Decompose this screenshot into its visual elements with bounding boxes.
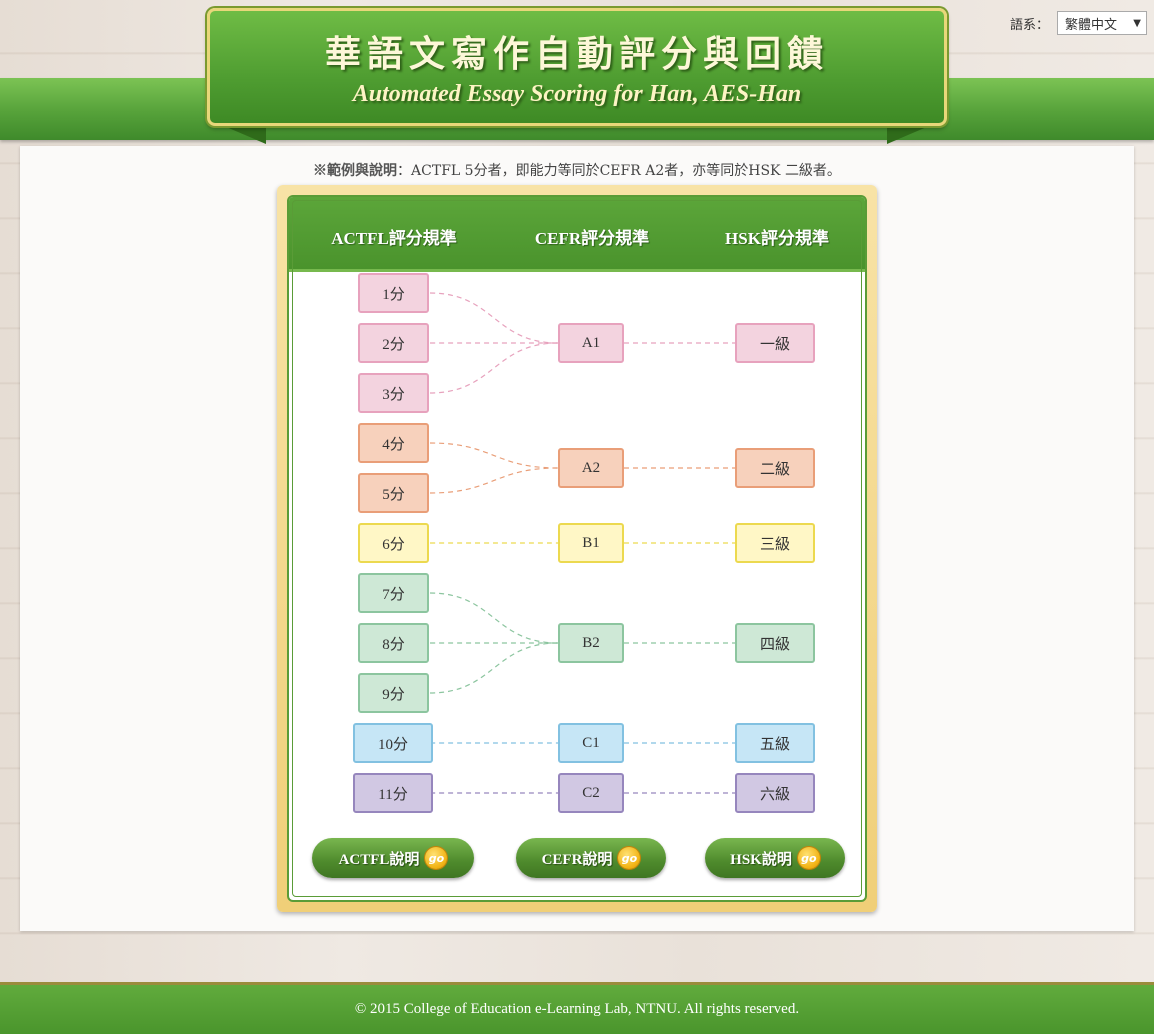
actfl-level-box: 10分 — [353, 723, 433, 763]
col-header-cefr: CEFR評分規準 — [534, 229, 650, 248]
actfl-level-box: 7分 — [358, 573, 429, 613]
hsk-level-box: 二級 — [735, 448, 815, 488]
cefr-info-button[interactable]: CEFR說明 go — [516, 838, 666, 878]
hsk-level-box: 六級 — [735, 773, 815, 813]
actfl-level-box: 2分 — [358, 323, 429, 363]
actfl-level-box: 1分 — [358, 273, 429, 313]
actfl-level-box: 5分 — [358, 473, 429, 513]
actfl-level-box: 11分 — [353, 773, 433, 813]
hsk-level-box: 五級 — [735, 723, 815, 763]
actfl-level-box: 8分 — [358, 623, 429, 663]
cefr-info-label: CEFR說明 — [541, 851, 613, 868]
hsk-info-button[interactable]: HSK說明 go — [705, 838, 845, 878]
cefr-level-box: A2 — [558, 448, 624, 488]
hsk-level-box: 三級 — [735, 523, 815, 563]
site-subtitle: Automated Essay Scoring for Han, AES-Han — [352, 81, 802, 107]
note-text: ：ACTFL 5分者，即能力等同於CEFR A2者，亦等同於HSK 二級者。 — [397, 163, 841, 179]
go-icon: go — [797, 847, 820, 869]
hsk-level-box: 四級 — [735, 623, 815, 663]
cefr-level-box: C2 — [558, 773, 624, 813]
actfl-info-label: ACTFL說明 — [338, 851, 420, 868]
cefr-level-box: B2 — [558, 623, 624, 663]
title-banner: 華語文寫作自動評分與回饋 Automated Essay Scoring for… — [207, 8, 947, 126]
actfl-level-box: 9分 — [358, 673, 429, 713]
actfl-level-box: 4分 — [358, 423, 429, 463]
chevron-down-icon: ▼ — [1133, 17, 1141, 29]
site-title: 華語文寫作自動評分與回饋 — [324, 34, 829, 75]
language-label: 語系： — [1009, 17, 1049, 33]
col-header-actfl: ACTFL評分規準 — [331, 229, 457, 248]
cefr-level-box: B1 — [558, 523, 624, 563]
language-selected-value: 繁體中文 — [1065, 17, 1118, 33]
banner-fold-left — [224, 126, 266, 144]
table-header: ACTFL評分規準 CEFR評分規準 HSK評分規準 — [289, 197, 865, 272]
go-icon: go — [425, 847, 448, 869]
go-icon: go — [618, 847, 641, 869]
banner-fold-right — [887, 126, 929, 144]
cefr-level-box: C1 — [558, 723, 624, 763]
actfl-info-button[interactable]: ACTFL說明 go — [312, 838, 474, 878]
hsk-level-box: 一級 — [735, 323, 815, 363]
example-note: ※範例與說明：ACTFL 5分者，即能力等同於CEFR A2者，亦等同於HSK … — [0, 160, 1154, 180]
footer: © 2015 College of Education e-Learning L… — [0, 982, 1154, 1034]
note-prefix: ※範例與說明 — [313, 163, 398, 179]
copyright-text: © 2015 College of Education e-Learning L… — [354, 1001, 800, 1017]
actfl-level-box: 6分 — [358, 523, 429, 563]
cefr-level-box: A1 — [558, 323, 624, 363]
actfl-level-box: 3分 — [358, 373, 429, 413]
language-select[interactable]: 繁體中文 ▼ — [1057, 11, 1147, 35]
hsk-info-label: HSK說明 — [730, 851, 792, 868]
col-header-hsk: HSK評分規準 — [725, 229, 829, 248]
language-switcher: 語系： 繁體中文 ▼ — [1010, 11, 1147, 35]
